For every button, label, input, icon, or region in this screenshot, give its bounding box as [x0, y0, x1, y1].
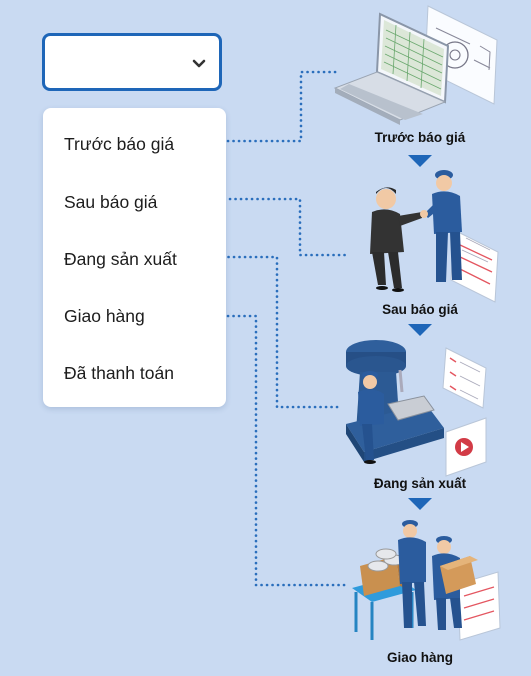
- menu-item-truoc-bao-gia[interactable]: Trước báo giá: [64, 134, 175, 154]
- connector-dang-san-xuat: [210, 255, 344, 409]
- menu-item-sau-bao-gia[interactable]: Sau báo giá: [64, 192, 158, 212]
- status-options-menu: Trước báo giá Sau báo giá Đang sản xuất …: [43, 108, 226, 407]
- menu-item-dang-san-xuat[interactable]: Đang sản xuất: [64, 249, 177, 269]
- stage-label-giao-hang: Giao hàng: [386, 650, 454, 665]
- connector-truoc-bao-gia: [204, 70, 342, 143]
- connector-sau-bao-gia: [184, 197, 347, 257]
- connector-giao-hang: [171, 314, 347, 587]
- stage-label-truoc-bao-gia: Trước báo giá: [374, 130, 466, 145]
- stage-label-dang-san-xuat: Đang sản xuất: [373, 476, 467, 491]
- menu-item-giao-hang[interactable]: Giao hàng: [64, 306, 145, 326]
- chevron-down-icon: [191, 56, 207, 74]
- stage-label-sau-bao-gia: Sau báo giá: [382, 302, 458, 317]
- menu-item-da-thanh-toan[interactable]: Đã thanh toán: [64, 363, 174, 383]
- status-select[interactable]: [42, 33, 222, 91]
